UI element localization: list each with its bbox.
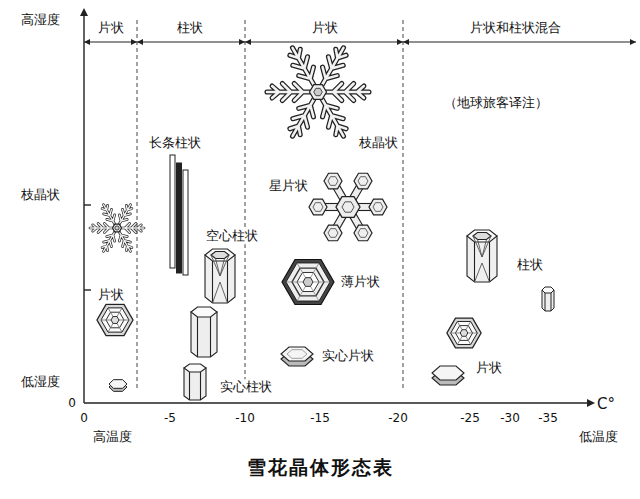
crystal-label: 空心柱状 xyxy=(204,228,260,244)
crystal-label: 薄片状 xyxy=(339,274,382,290)
region-label: 柱状 xyxy=(175,20,205,36)
region-label: 片状和柱状混合 xyxy=(468,20,563,36)
axes xyxy=(80,8,595,407)
divider-line xyxy=(137,20,138,390)
band-arrow xyxy=(403,39,409,45)
axis-label: 低湿度 xyxy=(19,374,62,390)
note: （地球旅客译注） xyxy=(442,95,550,111)
dendrite-crystal xyxy=(267,44,369,141)
y-axis xyxy=(83,15,84,403)
band-arrow xyxy=(239,39,245,45)
y-tick xyxy=(84,289,91,290)
solid-column-crystal xyxy=(184,364,206,400)
band-arrow xyxy=(245,39,251,45)
crystal-label: 长条柱状 xyxy=(147,135,203,151)
region-band xyxy=(84,39,636,45)
axis-label: 枝晶状 xyxy=(19,187,62,203)
star-plate-crystal xyxy=(309,169,387,244)
tick-label: -5 xyxy=(162,411,178,425)
crystal-label: 柱状 xyxy=(515,257,545,273)
plate-crystal xyxy=(97,304,133,335)
needle xyxy=(170,155,175,268)
x-axis-arrow xyxy=(587,399,595,407)
band-arrow xyxy=(84,39,90,45)
tick-label: -35 xyxy=(536,411,560,425)
band-arrow xyxy=(137,39,143,45)
divider-line xyxy=(403,20,404,390)
crystal-label: 实心片状 xyxy=(320,348,376,364)
divider-line xyxy=(245,20,246,390)
tick-label: 0 xyxy=(78,411,90,425)
tick-label: -30 xyxy=(498,411,522,425)
plate-crystal xyxy=(447,318,481,348)
axis-label: 高温度 xyxy=(91,429,134,445)
needle xyxy=(183,170,188,275)
crystal-label: 片状 xyxy=(474,360,504,376)
axis-label: 低温度 xyxy=(577,429,620,445)
axis-label: 高湿度 xyxy=(19,12,62,28)
y-axis-arrow xyxy=(80,8,88,16)
solid-column-crystal xyxy=(191,307,217,357)
band-arrow xyxy=(397,39,403,45)
tick-label: 0 xyxy=(66,396,78,410)
crystal-label: 枝晶状 xyxy=(357,135,400,151)
tick-label: -20 xyxy=(386,411,410,425)
hollow-column-crystal xyxy=(205,249,235,303)
unit-label: C° xyxy=(595,395,617,413)
tick-label: -15 xyxy=(308,411,332,425)
y-tick xyxy=(84,204,91,205)
thin-plate-crystal xyxy=(282,259,334,304)
chart-title: 雪花晶体形态表 xyxy=(245,456,396,479)
region-label: 片状 xyxy=(310,20,340,36)
tick-label: -10 xyxy=(233,411,257,425)
region-dividers xyxy=(137,20,403,390)
crystal-label: 星片状 xyxy=(267,178,310,194)
band-arrow xyxy=(630,39,636,45)
solid-plate-crystal xyxy=(432,366,464,385)
tick-label: -25 xyxy=(458,411,482,425)
needle-columns xyxy=(170,155,188,275)
crystal-label: 片状 xyxy=(96,287,126,303)
band-arrow xyxy=(131,39,137,45)
solid-plate-crystal xyxy=(281,347,313,366)
column-crystal xyxy=(467,230,497,282)
dendrite-crystal xyxy=(90,202,144,253)
crystal-label: 实心柱状 xyxy=(218,379,274,395)
x-axis xyxy=(84,402,588,403)
needle xyxy=(177,163,182,273)
region-label: 片状 xyxy=(96,20,126,36)
column-crystal xyxy=(542,287,554,311)
band-line xyxy=(84,41,636,42)
solid-plate-crystal xyxy=(109,380,127,392)
